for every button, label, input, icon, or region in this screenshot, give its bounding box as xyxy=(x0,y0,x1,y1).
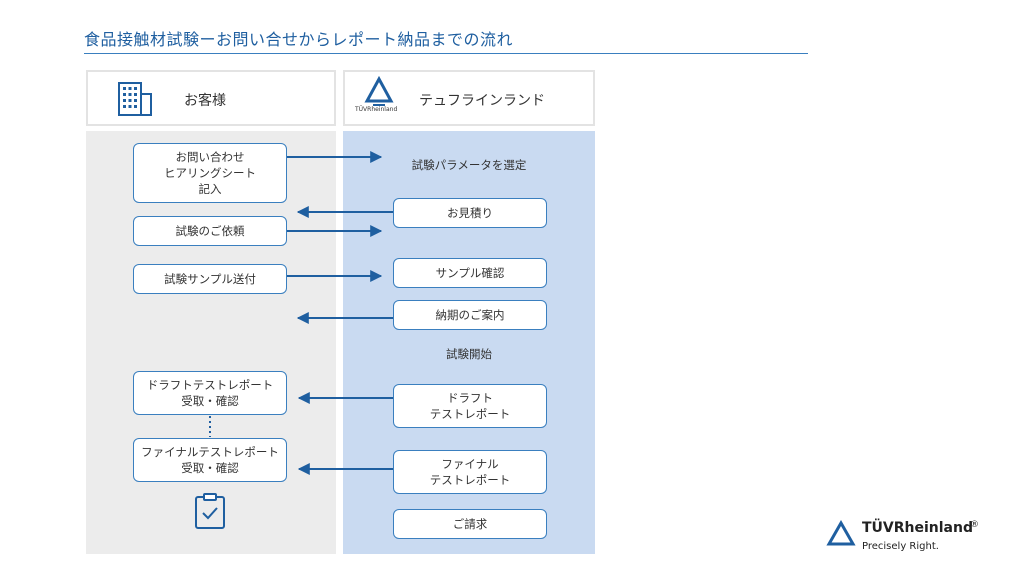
clipboard-check-icon xyxy=(193,492,227,536)
title-divider xyxy=(84,53,808,54)
tuv-logo-text: TÜVRheinland xyxy=(355,106,398,113)
footer-tagline: Precisely Right. xyxy=(862,541,939,552)
quote-box: お見積り xyxy=(393,198,547,228)
test-start-label: 試験開始 xyxy=(446,347,492,361)
tuv-logo-icon xyxy=(357,75,409,122)
footer-registered: ® xyxy=(970,520,979,530)
footer-logo: TÜVRheinland ® Precisely Right. xyxy=(826,519,986,560)
delivery-notice-box: 納期のご案内 xyxy=(393,300,547,330)
test-order-box: 試験のご依頼 xyxy=(133,216,287,246)
customer-label: お客様 xyxy=(184,93,226,109)
final-report-box: ファイナル テストレポート xyxy=(393,450,547,494)
tuv-label: テュフラインランド xyxy=(419,93,545,109)
page-title: 食品接触材試験ーお問い合せからレポート納品までの流れ xyxy=(84,30,514,49)
footer-brand: TÜVRheinland xyxy=(862,520,973,536)
building-icon xyxy=(116,80,156,122)
sample-check-box: サンプル確認 xyxy=(393,258,547,288)
tuv-header: TÜVRheinland テュフラインランド xyxy=(343,70,595,126)
draft-report-box: ドラフト テストレポート xyxy=(393,384,547,428)
inquiry-box: お問い合わせ ヒアリングシート 記入 xyxy=(133,143,287,203)
draft-receipt-box: ドラフトテストレポート 受取・確認 xyxy=(133,371,287,415)
test-parameter-label: 試験パラメータを選定 xyxy=(411,158,527,172)
tuv-triangle-icon xyxy=(826,519,860,554)
invoice-box: ご請求 xyxy=(393,509,547,539)
sample-shipment-box: 試験サンプル送付 xyxy=(133,264,287,294)
customer-header: お客様 xyxy=(86,70,336,126)
final-receipt-box: ファイナルテストレポート 受取・確認 xyxy=(133,438,287,482)
